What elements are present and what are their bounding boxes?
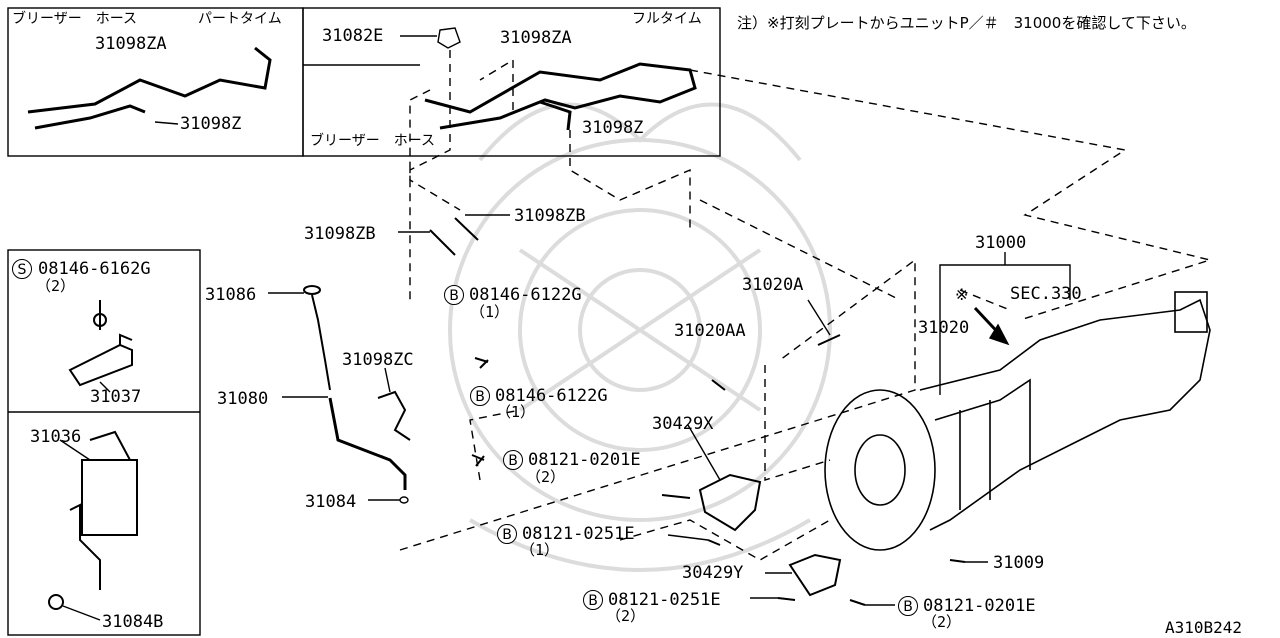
bolt-symbol-s: S xyxy=(12,259,32,279)
part-31020A: 31020A xyxy=(742,275,804,295)
leader-line xyxy=(62,605,101,621)
part-31082E: 31082E xyxy=(322,26,384,46)
header-note: 注）※打刻プレートからユニットP／＃ 31000を確認して下さい。 xyxy=(737,14,1196,32)
o-ring-31084 xyxy=(399,496,409,504)
part-30429Y: 30429Y xyxy=(682,563,744,583)
leader-line xyxy=(667,534,709,541)
part-31098ZC: 31098ZC xyxy=(342,350,414,370)
part-31098ZB-right: 31098ZB xyxy=(514,206,586,226)
bolt-symbol-b5: B xyxy=(583,590,603,610)
part-31037: 31037 xyxy=(90,387,142,407)
bolt-shapes xyxy=(471,334,966,606)
bolt-symbol-b6: B xyxy=(898,596,918,616)
qty-08146-6122G-b: （1） xyxy=(496,403,536,421)
pin-31098ZB xyxy=(429,217,479,256)
part-31080: 31080 xyxy=(217,389,269,409)
assembly-dashed-lines xyxy=(399,50,1213,561)
bolt-symbol-b2: B xyxy=(470,386,490,406)
filler-tube-31080 xyxy=(328,397,407,490)
part-31098Z-part-time: 31098Z xyxy=(180,114,242,134)
part-31086: 31086 xyxy=(205,285,257,305)
nut-31084B xyxy=(48,594,64,610)
leader-line xyxy=(154,121,179,125)
part-08146-6122G-b: 08146-6122G xyxy=(495,386,608,406)
qty-08121-0201E-b: （2） xyxy=(922,613,962,631)
leader-line xyxy=(384,367,391,393)
leader-line xyxy=(807,299,831,336)
hose-31098ZA-part-time xyxy=(27,46,272,130)
part-31009: 31009 xyxy=(993,553,1045,573)
qty-08121-0251E-b: （2） xyxy=(606,607,646,625)
qty-08146-6122G-a: （1） xyxy=(470,303,510,321)
stamp-marker: ※ xyxy=(955,285,969,304)
bracket-30429Y xyxy=(788,553,842,597)
inset-part-time-title-right: パートタイム xyxy=(198,11,282,27)
hose-31098ZA-full-time xyxy=(424,62,697,131)
bracket-31037 xyxy=(68,300,133,387)
qty-08121-0201E-a: （2） xyxy=(526,468,566,486)
leader-line xyxy=(99,381,111,393)
qty-08121-0251E-a: （1） xyxy=(520,541,560,559)
bolt-symbol-b1: B xyxy=(444,285,464,305)
part-08146-6162G: 08146-6162G xyxy=(38,259,151,279)
control-unit-31036 xyxy=(69,430,138,590)
part-08146-6122G-a: 08146-6122G xyxy=(469,285,582,305)
qty-08146-6162G: （2） xyxy=(36,277,76,295)
diagram-id: A310B242 xyxy=(1165,618,1243,637)
clip-31082E-shape xyxy=(437,27,461,49)
part-08121-0251E-a: 08121-0251E xyxy=(522,524,635,544)
transmission-31000 xyxy=(824,291,1211,551)
part-30429X: 30429X xyxy=(652,414,714,434)
part-31036: 31036 xyxy=(30,427,82,447)
part-31020: 31020 xyxy=(918,318,970,338)
leader-line xyxy=(59,439,91,461)
part-08121-0201E-a: 08121-0201E xyxy=(528,450,641,470)
watermark-emblem xyxy=(448,102,832,572)
bolt-symbol-b3: B xyxy=(503,450,523,470)
inset-full-time-title: フルタイム xyxy=(632,11,702,27)
part-31000: 31000 xyxy=(975,233,1027,253)
part-31084B: 31084B xyxy=(102,612,164,632)
bolt-symbol-b4: B xyxy=(497,524,517,544)
part-08121-0251E-b: 08121-0251E xyxy=(608,590,721,610)
section-ref-330: SEC.330 xyxy=(1010,284,1082,304)
part-31098ZA-full-time: 31098ZA xyxy=(500,28,572,48)
side-box xyxy=(7,249,201,636)
arrow-head xyxy=(988,323,1010,346)
part-31020AA: 31020AA xyxy=(674,321,746,341)
inset-part-time-box xyxy=(7,7,304,157)
bracket-30429X xyxy=(698,473,762,532)
part-31098Z-full-time: 31098Z xyxy=(582,118,644,138)
dipstick-31086 xyxy=(303,285,331,391)
part-31084: 31084 xyxy=(305,492,357,512)
bracket-31098ZC xyxy=(377,390,411,441)
inset-part-time-title-left: ブリーザー ホース xyxy=(12,11,138,27)
inset-full-time-box xyxy=(302,7,721,157)
part-31098ZB-left: 31098ZB xyxy=(304,224,376,244)
part-31098ZA-part-time: 31098ZA xyxy=(95,34,167,54)
leader-line xyxy=(687,424,721,481)
part-08121-0201E-b: 08121-0201E xyxy=(923,596,1036,616)
inset-full-time-caption: ブリーザー ホース xyxy=(310,133,436,149)
